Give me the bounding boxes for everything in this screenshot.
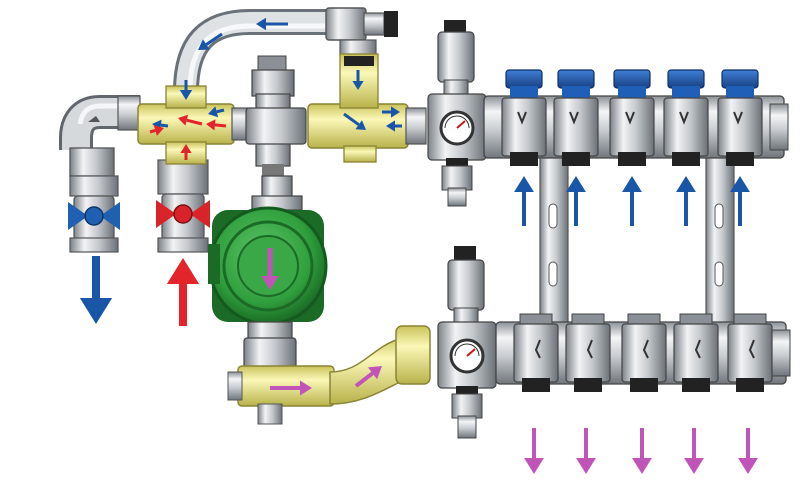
hot-flow-arrow-icon xyxy=(149,125,164,136)
pump-flow-arrow-icon xyxy=(261,248,279,290)
supply-loop-valve xyxy=(717,69,763,166)
return-loop-arrow-down-icon xyxy=(524,428,544,474)
bypass-bend-pipe xyxy=(173,9,330,93)
hot-flow-arrow-icon xyxy=(180,144,192,160)
supply-loop-arrow-up-icon xyxy=(730,176,750,226)
supply-loop-arrow-up-icon xyxy=(566,176,586,226)
return-loop-valve xyxy=(621,313,667,392)
supply-loop-valve xyxy=(501,69,547,166)
return-flow-arrow-icon xyxy=(270,380,312,396)
return-loop-arrow-down-icon xyxy=(576,428,596,474)
return-loop-arrow-down-icon xyxy=(738,428,758,474)
supply-air-vent xyxy=(437,20,475,95)
supply-flow-arrow-icon xyxy=(382,106,400,118)
return-flow-arrow-icon xyxy=(354,366,382,388)
circulation-pump xyxy=(208,206,328,326)
return-loop-valve xyxy=(673,313,719,392)
return-air-vent xyxy=(447,246,485,323)
supply-loop-arrow-up-icon xyxy=(676,176,696,226)
mixed-flow-arrow-icon xyxy=(208,106,225,118)
supply-brass-valve xyxy=(307,53,427,163)
return-loop-valve xyxy=(565,313,611,392)
outlet-flow-arrow-down-icon xyxy=(79,256,113,324)
outlet-valve-blue-handle xyxy=(68,202,120,230)
supply-loop-valve xyxy=(553,69,599,166)
supply-flow-arrow-icon xyxy=(343,112,366,130)
supply-flow-arrow-icon xyxy=(352,70,364,90)
supply-loop-arrow-up-icon xyxy=(514,176,534,226)
return-loop-arrow-down-icon xyxy=(684,428,704,474)
supply-loop-valves xyxy=(501,69,763,166)
return-thermometer-icon xyxy=(449,338,485,374)
supply-loop-arrow-up-icon xyxy=(622,176,642,226)
supply-loop-valve xyxy=(609,69,655,166)
pump-lower-fittings xyxy=(243,321,297,369)
supply-loop-valve xyxy=(663,69,709,166)
supply-thermometer-icon xyxy=(439,110,475,146)
return-loop-valve xyxy=(727,313,773,392)
return-loop-arrow-down-icon xyxy=(632,428,652,474)
bypass-flow-arrow-icon xyxy=(179,80,193,100)
left-elbow-fitting xyxy=(59,95,141,177)
bypass-check-valve xyxy=(325,7,398,57)
hot-flow-arrow-icon xyxy=(178,114,203,126)
flow-arrows xyxy=(79,17,758,474)
inlet-valve-red-handle xyxy=(156,200,210,228)
supply-flow-arrow-icon xyxy=(386,120,402,132)
thermostatic-mixing-valve xyxy=(245,55,307,213)
inlet-flow-arrow-up-icon xyxy=(166,258,200,326)
bypass-flow-arrow-icon xyxy=(256,17,288,31)
return-loop-valve xyxy=(513,313,559,392)
hot-flow-arrow-icon xyxy=(206,119,227,131)
bypass-flow-arrow-icon xyxy=(198,32,223,50)
return-loop-valves xyxy=(513,313,773,392)
